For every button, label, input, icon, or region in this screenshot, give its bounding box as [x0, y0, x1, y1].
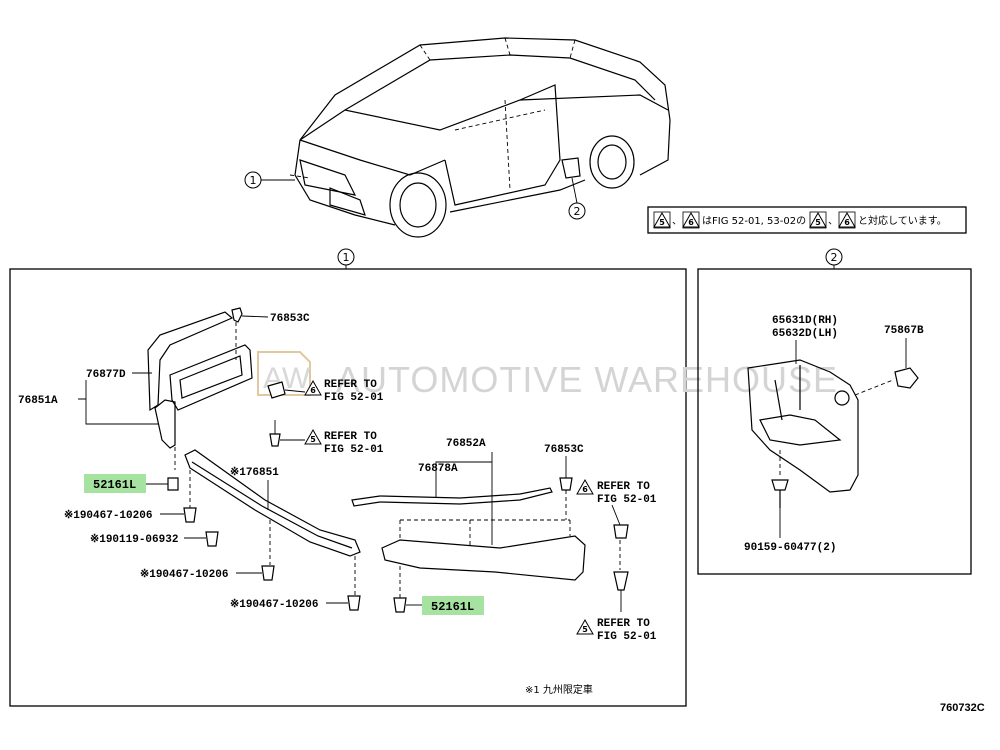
svg-text:REFER TO: REFER TO [324, 431, 377, 443]
lower-spoiler-76852a [381, 519, 586, 581]
callout-1-car: 1 [244, 171, 295, 189]
fig-correspondence-note: 5 、 6 はFIG 52-01, 53-02の 5 、 6 と対応しています。 [647, 206, 967, 234]
part-52161l-right[interactable]: 52161L [393, 566, 484, 615]
svg-text:75867B: 75867B [884, 325, 924, 337]
refer-a: 6 REFER TO FIG 52-01 [267, 379, 384, 404]
svg-text:AUTOMOTIVE WAREHOUSE: AUTOMOTIVE WAREHOUSE [336, 359, 838, 400]
figure-code: 760732C [940, 702, 985, 714]
leader-76851a [78, 380, 158, 425]
watermark: AW AUTOMOTIVE WAREHOUSE [257, 351, 838, 400]
label-76851a: 76851A [18, 395, 58, 407]
svg-text:5: 5 [310, 435, 316, 444]
mudguard: 65631D(RH) 65632D(LH) [747, 315, 859, 493]
section-2-frame: 2 [697, 248, 972, 575]
svg-text:REFER TO: REFER TO [597, 481, 650, 493]
svg-text:5: 5 [582, 625, 588, 634]
screw-90159: 90159-60477(2) [744, 450, 836, 554]
svg-text:6: 6 [582, 485, 588, 494]
clip-76853c-right: 76853C [544, 444, 584, 520]
svg-text:、: 、 [828, 216, 838, 227]
footnote-kyushu: ※1 九州限定車 [525, 683, 593, 696]
label-76877d: 76877D [86, 369, 126, 381]
svg-text:5: 5 [659, 218, 665, 227]
svg-text:76852A: 76852A [446, 438, 486, 450]
svg-text:76878A: 76878A [418, 463, 458, 475]
svg-text:※190467-10206: ※190467-10206 [140, 568, 228, 581]
svg-text:※190467-10206: ※190467-10206 [64, 509, 152, 522]
clip-190467-b: ※190467-10206 [140, 565, 275, 581]
svg-text:FIG 52-01: FIG 52-01 [597, 494, 657, 506]
svg-text:2: 2 [574, 205, 581, 218]
svg-text:6: 6 [688, 218, 694, 227]
svg-text:52161L: 52161L [93, 478, 136, 492]
svg-text:2: 2 [831, 251, 838, 264]
spoiler-76878a: 76852A 76878A [351, 438, 553, 545]
callout-2-car: 2 [568, 177, 586, 220]
svg-text:5: 5 [815, 218, 821, 227]
svg-text:1: 1 [250, 174, 257, 187]
bumper-molding-176851: ※176851 [184, 449, 361, 595]
bumper-side-retainer [147, 311, 253, 470]
svg-text:65632D(LH): 65632D(LH) [772, 328, 838, 340]
svg-text:76853C: 76853C [270, 313, 310, 325]
svg-text:、: 、 [672, 216, 682, 227]
svg-text:FIG 52-01: FIG 52-01 [324, 392, 384, 404]
clip-76853c-top: 76853C [231, 307, 310, 360]
svg-text:76853C: 76853C [544, 444, 584, 456]
part-52161l-left[interactable]: 52161L [84, 474, 179, 493]
clip-75867b: 75867B [854, 325, 924, 396]
refer-c: 6 REFER TO FIG 52-01 [576, 478, 657, 539]
svg-text:52161L: 52161L [431, 600, 474, 614]
svg-text:65631D(RH): 65631D(RH) [772, 315, 838, 327]
svg-text:FIG 52-01: FIG 52-01 [324, 444, 384, 456]
svg-text:と対応しています。: と対応しています。 [858, 214, 947, 227]
refer-b: 5 REFER TO FIG 52-01 [269, 420, 384, 456]
svg-text:1: 1 [343, 251, 350, 264]
svg-text:REFER TO: REFER TO [597, 618, 650, 630]
car-illustration [289, 37, 671, 238]
section-1-frame: 1 [9, 248, 687, 707]
svg-text:6: 6 [310, 386, 316, 395]
svg-text:90159-60477(2): 90159-60477(2) [744, 542, 836, 554]
svg-text:※190467-10206: ※190467-10206 [230, 598, 318, 611]
svg-text:はFIG 52-01, 53-02の: はFIG 52-01, 53-02の [702, 215, 806, 227]
refer-d: 5 REFER TO FIG 52-01 [576, 540, 657, 643]
svg-text:※190119-06932: ※190119-06932 [90, 533, 178, 546]
clip-190467-a: ※190467-10206 [64, 507, 197, 523]
svg-text:REFER TO: REFER TO [324, 379, 377, 391]
svg-text:FIG 52-01: FIG 52-01 [597, 631, 657, 643]
clip-190119: ※190119-06932 [90, 531, 219, 547]
svg-text:6: 6 [844, 218, 850, 227]
svg-text:※176851: ※176851 [230, 466, 279, 479]
clip-190467-c: ※190467-10206 [230, 595, 361, 611]
